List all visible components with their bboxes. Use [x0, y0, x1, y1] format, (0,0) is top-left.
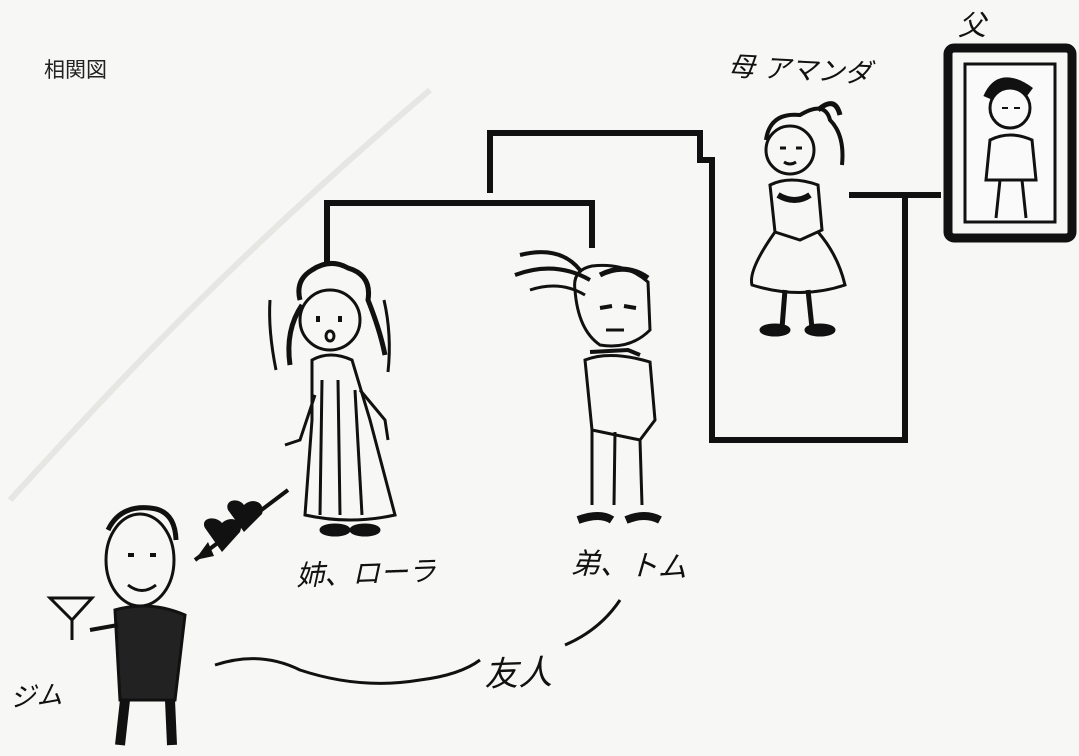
diagram-title: 相関図	[44, 58, 107, 82]
mother-label: 母 アマンダ	[727, 51, 873, 90]
family-lines	[324, 130, 941, 443]
brother-figure	[514, 250, 662, 524]
brother-label: 弟、トム	[570, 545, 688, 585]
friend-connector	[214, 599, 622, 685]
father-label: 父	[958, 9, 987, 42]
paper-crease	[7, 87, 432, 503]
love-arrow	[193, 488, 290, 562]
friend-label: 友人	[483, 652, 553, 696]
mother-figure	[749, 101, 847, 337]
jim-label: ジム	[9, 680, 64, 714]
parents-box	[487, 130, 908, 443]
father-portrait	[943, 43, 1077, 243]
jim-figure	[46, 505, 187, 746]
sister-label: 姉、ローラ	[295, 554, 437, 593]
siblings-bracket	[324, 200, 595, 265]
sister-figure	[268, 261, 397, 537]
